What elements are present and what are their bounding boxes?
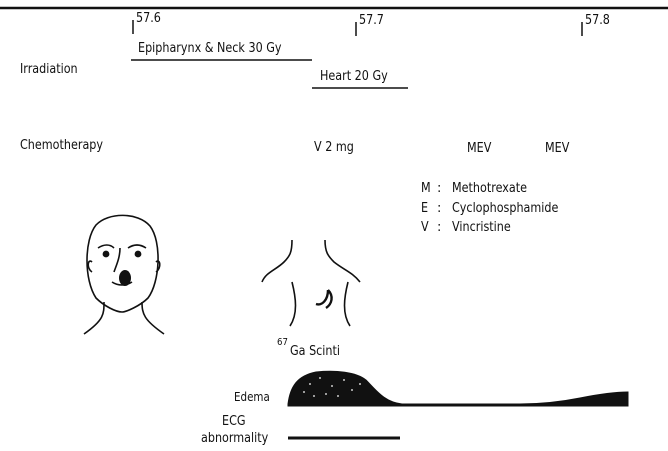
legend-value: Methotrexate	[452, 182, 527, 195]
tick-label-57-6: 57.6	[136, 12, 161, 25]
chemo-dose-2: MEV	[467, 142, 491, 155]
scinti-isotope-superscript: 67	[277, 338, 288, 348]
face-icon	[84, 215, 164, 334]
tick-label-57-7: 57.7	[359, 14, 384, 27]
legend-key: V	[421, 221, 429, 234]
nasopharynx-lesion-mark	[119, 270, 131, 286]
legend-value: Cyclophosphamide	[452, 202, 558, 215]
irradiation-course-1-label: Epipharynx & Neck 30 Gy	[138, 42, 282, 55]
tick-label-57-8: 57.8	[585, 14, 610, 27]
legend-value: Vincristine	[452, 221, 511, 234]
scinti-label: Ga Scinti	[290, 345, 340, 358]
chemotherapy-row-label: Chemotherapy	[20, 139, 103, 152]
legend-separator: :	[437, 221, 441, 234]
ecg-label-line1: ECG	[222, 415, 246, 428]
legend-separator: :	[437, 202, 441, 215]
irradiation-course-2-label: Heart 20 Gy	[320, 70, 388, 83]
chemo-dose-3: MEV	[545, 142, 569, 155]
ecg-label-line2: abnormality	[201, 432, 268, 445]
legend-separator: :	[437, 182, 441, 195]
chemo-dose-1: V 2 mg	[314, 141, 354, 154]
edema-profile	[288, 371, 628, 406]
legend-key: E	[421, 202, 428, 215]
torso-icon	[262, 240, 360, 326]
edema-label: Edema	[234, 391, 270, 403]
legend-key: M	[421, 182, 431, 195]
irradiation-row-label: Irradiation	[20, 63, 78, 76]
